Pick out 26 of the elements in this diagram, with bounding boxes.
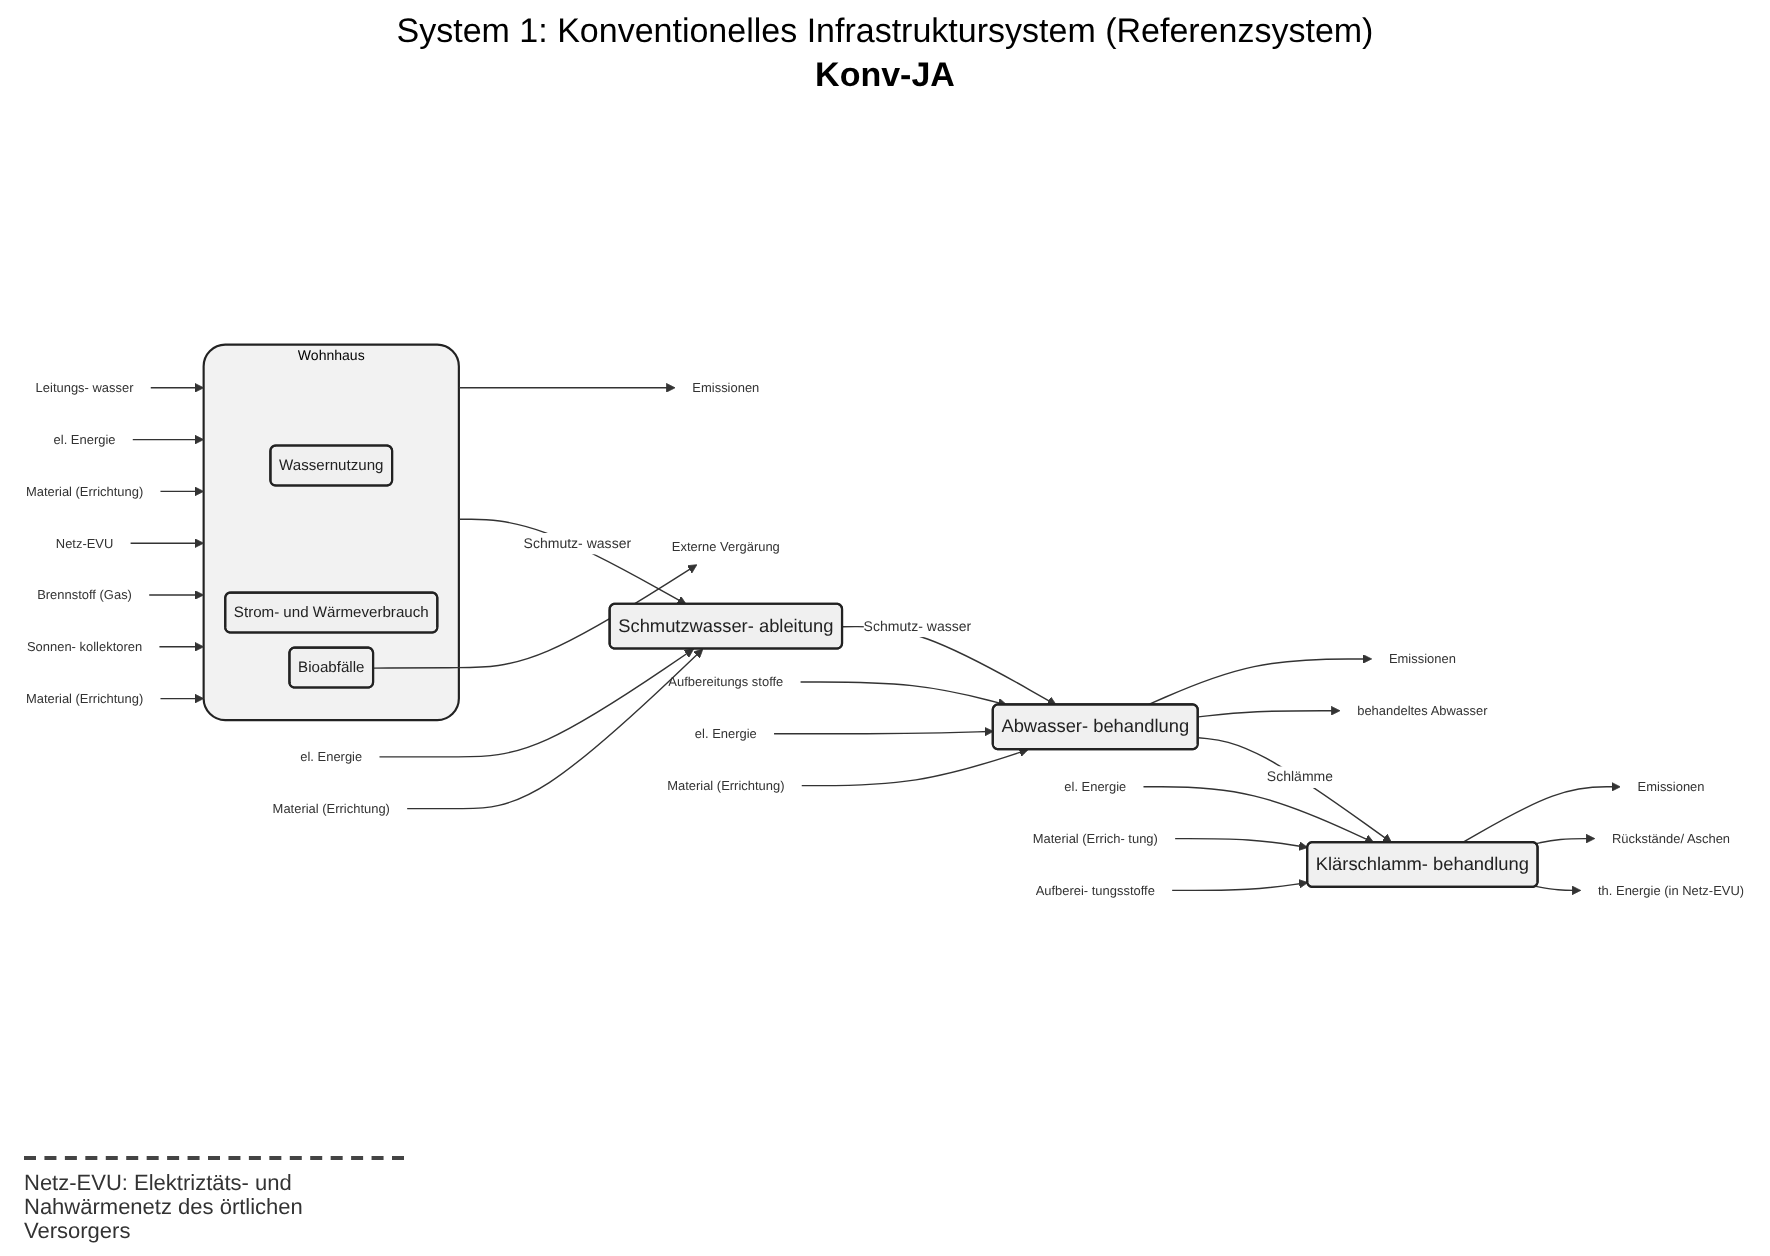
- arrow: [1197, 736, 1393, 843]
- arrow: [158, 641, 205, 651]
- arrow: [1535, 884, 1582, 895]
- diagram-subtitle: Konv-JA: [815, 56, 955, 96]
- arrow: [129, 537, 205, 548]
- arrow: [1171, 878, 1309, 891]
- arrow: [1535, 833, 1596, 844]
- arrow: [406, 647, 704, 809]
- arrow: [132, 434, 205, 444]
- arrow: [773, 726, 994, 736]
- diagram-title: System 1: Konventionelles Infrastruktursystem (Referenzsystem): [396, 12, 1374, 52]
- arrow: [150, 382, 205, 392]
- arrow: [458, 517, 687, 605]
- arrow: [1142, 785, 1375, 843]
- arrow: [1197, 705, 1341, 717]
- arrow: [1461, 781, 1621, 843]
- footnote-text: Netz-EVU: Elektriztäts- und Nahwärmenetz des örtlichen Versorgers: [24, 1156, 404, 1244]
- arrow: [148, 589, 205, 600]
- arrow: [378, 647, 694, 757]
- arrow: [159, 485, 205, 496]
- arrow: [372, 563, 698, 669]
- arrow: [1174, 837, 1309, 851]
- arrow: [799, 680, 1008, 707]
- arrow: [159, 693, 205, 703]
- arrow: [458, 382, 676, 392]
- arrow: [801, 747, 1029, 786]
